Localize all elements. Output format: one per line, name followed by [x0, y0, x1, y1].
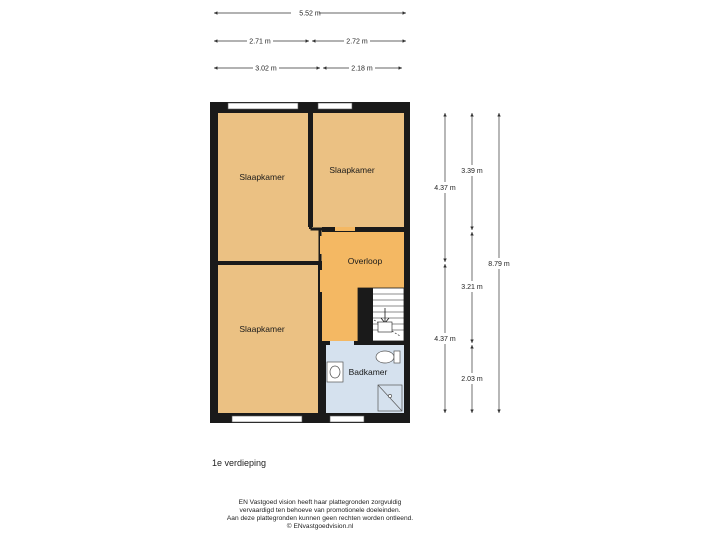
label-bedroom-bottom: Slaapkamer — [239, 324, 285, 334]
dim-mid-left: 3.02 m — [255, 66, 277, 73]
room-bedroom-top-right — [313, 113, 404, 227]
dim-top-left: 2.71 m — [249, 39, 271, 46]
floor-label: 1e verdieping — [212, 458, 267, 468]
dim-top-total: 5.52 m — [299, 11, 321, 18]
staircase — [357, 287, 405, 342]
label-landing: Overloop — [348, 256, 383, 266]
label-bedroom-top-left: Slaapkamer — [239, 172, 285, 182]
bathroom-fixtures — [326, 350, 403, 412]
windows — [227, 102, 365, 423]
disclaimer-line: Aan deze plattegronden kunnen geen recht… — [226, 515, 414, 522]
toilet-icon — [375, 350, 395, 364]
dim-mid-right: 2.18 m — [351, 66, 373, 73]
window-bottom-right — [329, 415, 365, 423]
disclaimer-line: vervaardigd ten behoeve van promotionele… — [239, 507, 401, 514]
label-bedroom-top-right: Slaapkamer — [329, 165, 375, 175]
dim-right-total: 8.79 m — [488, 261, 510, 268]
window-bottom-left — [231, 415, 303, 423]
doors — [320, 227, 355, 345]
top-dimensions — [214, 11, 406, 70]
dim-right-lower: 4.37 m — [434, 336, 456, 343]
dim-right-a: 3.39 m — [461, 168, 483, 175]
room-bedroom-top-left — [218, 113, 308, 261]
disclaimer-line: © ENvastgoedvision.nl — [286, 523, 354, 530]
disclaimer: EN Vastgoed vision heeft haar plattegron… — [160, 499, 480, 531]
dim-right-upper: 4.37 m — [434, 185, 456, 192]
disclaimer-line: EN Vastgoed vision heeft haar plattegron… — [238, 499, 402, 506]
dim-right-c: 2.03 m — [461, 376, 483, 383]
label-bathroom: Badkamer — [349, 367, 388, 377]
window-top-left — [227, 102, 299, 110]
window-top-right — [317, 102, 353, 110]
room-bedroom-bottom — [218, 265, 318, 413]
dim-top-right: 2.72 m — [346, 39, 368, 46]
dim-right-b: 3.21 m — [461, 284, 483, 291]
